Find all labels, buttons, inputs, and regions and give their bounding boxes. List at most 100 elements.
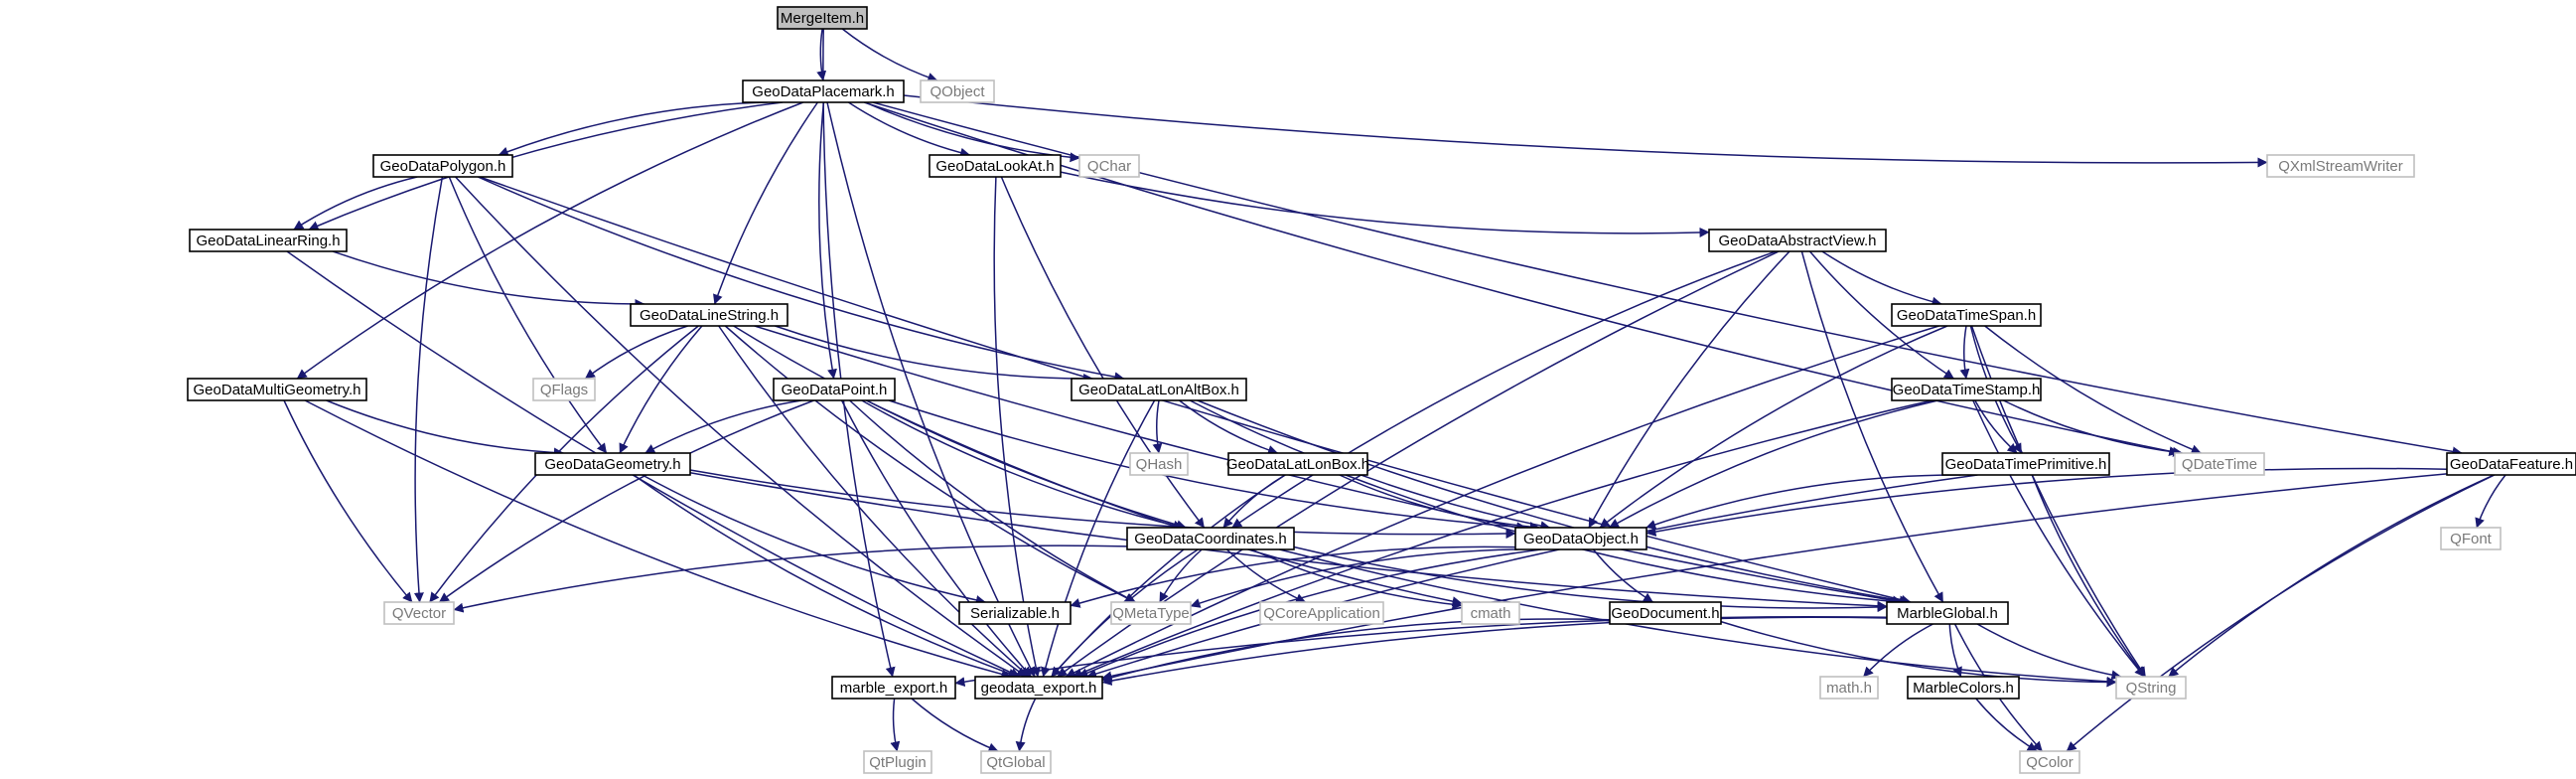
node-abstractview[interactable]: GeoDataAbstractView.h (1708, 229, 1887, 252)
edge-mergeitem-to-marbleexport (822, 28, 896, 678)
edge-line (1588, 250, 1790, 529)
edge-line (847, 101, 971, 158)
edge-abstractview-to-timespan (1821, 250, 1942, 307)
edge-line (2031, 474, 2146, 678)
edge-mergeitem-to-qobject (841, 28, 938, 82)
node-geodocument[interactable]: GeoDocument.h (1609, 601, 1722, 625)
edge-marblecolors-to-qcolor (1975, 698, 2038, 752)
node-marbleexport[interactable]: marble_export.h (831, 676, 956, 700)
node-qmetatype: QMetaType (1110, 601, 1192, 625)
node-lookat[interactable]: GeoDataLookAt.h (929, 154, 1062, 178)
edge-line (1646, 467, 2448, 537)
node-marbleglobal[interactable]: MarbleGlobal.h (1886, 601, 2009, 625)
node-box (1891, 303, 2042, 327)
edge-line (413, 176, 444, 603)
edge-placemark-to-linearring (308, 101, 784, 231)
edge-marbleglobal-to-qstring (1976, 623, 2122, 681)
edge-line (1015, 698, 1037, 752)
node-qxml: QXmlStreamWriter (2266, 154, 2415, 178)
node-label: GeoDataPlacemark.h (752, 83, 894, 100)
node-label: GeoDataObject.h (1523, 531, 1639, 547)
edge-coordinates-to-qcoreapp (1225, 548, 1307, 603)
edge-point-to-coordinates (861, 399, 1184, 531)
edge-placemark-to-multigeom (296, 101, 804, 380)
edge-abstractview-to-coordinates (1231, 250, 1777, 529)
node-latlonbox[interactable]: GeoDataLatLonBox.h (1226, 452, 1369, 476)
node-label: cmath (1471, 605, 1511, 622)
edge-line (822, 28, 896, 678)
node-label: GeoDataFeature.h (2450, 456, 2573, 473)
edge-line (1821, 250, 1942, 307)
edge-line (1800, 250, 1944, 603)
node-label: Serializable.h (970, 605, 1060, 622)
edge-line (304, 399, 1012, 680)
node-box (2440, 527, 2502, 550)
edge-object-to-qmetatype (1190, 548, 1518, 608)
edge-latlonbox-to-coordinates (1222, 474, 1286, 529)
edge-line (633, 474, 1019, 679)
node-qtglobal: QtGlobal (980, 750, 1052, 774)
node-multigeom[interactable]: GeoDataMultiGeometry.h (187, 378, 367, 401)
node-geodataexport[interactable]: geodata_export.h (974, 676, 1103, 700)
node-box (1259, 601, 1384, 625)
node-box (1461, 601, 1520, 625)
node-label: marble_export.h (840, 680, 947, 697)
edge-line (689, 471, 1888, 611)
node-box (630, 303, 788, 327)
node-label: QObject (930, 83, 985, 100)
edge-line (1222, 474, 1286, 529)
edge-line (1101, 618, 1611, 683)
node-serializable[interactable]: Serializable.h (958, 601, 1072, 625)
edge-latlonaltbox-to-latlonbox (1179, 399, 1278, 455)
edge-marbleglobal-to-marblecolors (1948, 623, 1962, 678)
node-timespan[interactable]: GeoDataTimeSpan.h (1891, 303, 2042, 327)
node-linestring[interactable]: GeoDataLineString.h (630, 303, 788, 327)
node-label: GeoDataGeometry.h (544, 456, 680, 473)
edge-coordinates-to-qvector (453, 545, 1128, 613)
edge-timeprimitive-to-qstring (2031, 474, 2146, 678)
edge-point-to-qvector (438, 399, 814, 603)
node-coordinates[interactable]: GeoDataCoordinates.h (1126, 527, 1295, 550)
node-qdatetime: QDateTime (2174, 452, 2265, 476)
edge-line (1190, 548, 1518, 608)
node-point[interactable]: GeoDataPoint.h (773, 378, 896, 401)
node-geometry[interactable]: GeoDataGeometry.h (534, 452, 691, 476)
edge-feature-to-object (1646, 467, 2448, 537)
node-box (1708, 229, 1887, 252)
node-linearring[interactable]: GeoDataLinearRing.h (189, 229, 348, 252)
node-box (372, 154, 513, 178)
node-timeprimitive[interactable]: GeoDataTimePrimitive.h (1941, 452, 2110, 476)
node-box (831, 676, 956, 700)
node-box (383, 601, 455, 625)
edge-latlonaltbox-to-object (1189, 399, 1551, 532)
edge-polygon-to-geometry (448, 176, 608, 454)
edge-line (1231, 250, 1777, 529)
node-label: QVector (392, 605, 446, 622)
edge-timespan-to-timestamp (1959, 325, 1970, 380)
node-box (1941, 452, 2110, 476)
node-placemark[interactable]: GeoDataPlacemark.h (742, 79, 905, 103)
edge-line (1072, 399, 1932, 678)
node-latlonaltbox[interactable]: GeoDataLatLonAltBox.h (1071, 378, 1247, 401)
edge-line (826, 101, 1036, 678)
node-feature[interactable]: GeoDataFeature.h (2446, 452, 2576, 476)
node-object[interactable]: GeoDataObject.h (1514, 527, 1647, 550)
edge-feature-to-qfont (2475, 474, 2506, 529)
edge-coordinates-to-marbleglobal (1293, 545, 1888, 613)
node-label: QHash (1136, 456, 1183, 473)
node-mergeitem[interactable]: MergeItem.h (777, 6, 868, 30)
node-label: GeoDataTimeStamp.h (1893, 382, 2041, 398)
edge-timespan-to-qdatetime (1984, 325, 2202, 454)
node-mathh: math.h (1819, 676, 1879, 700)
edge-line (903, 94, 2268, 168)
node-timestamp[interactable]: GeoDataTimeStamp.h (1891, 378, 2042, 401)
edge-line (1189, 399, 1551, 532)
edge-abstractview-to-timestamp (1808, 250, 1954, 380)
edge-latlonaltbox-to-marbleglobal (1197, 399, 1910, 606)
node-polygon[interactable]: GeoDataPolygon.h (372, 154, 513, 178)
edge-latlonbox-to-object (1339, 474, 1540, 533)
node-box (1071, 378, 1247, 401)
node-label: GeoDataPolygon.h (380, 158, 506, 175)
node-marblecolors[interactable]: MarbleColors.h (1907, 676, 2020, 700)
node-box (2446, 452, 2576, 476)
